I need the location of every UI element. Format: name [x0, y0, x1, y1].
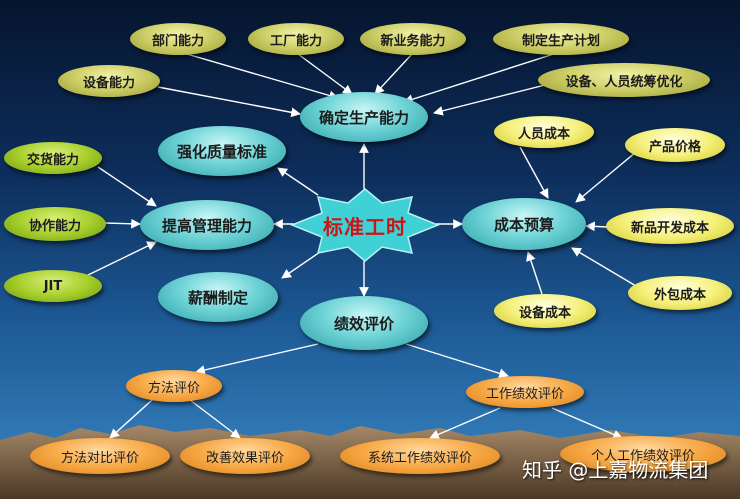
node-zhiding-shengchan-jihua: 制定生产计划	[493, 23, 629, 55]
node-label: 产品价格	[648, 139, 701, 155]
node-jit: JIT	[4, 270, 102, 302]
node-label: 方法评价	[147, 380, 200, 396]
node-label: 人员成本	[517, 126, 570, 142]
node-renyuan-chengben: 人员成本	[494, 116, 594, 148]
node-chengben-yusuan: 成本预算	[462, 198, 586, 250]
watermark: 知乎 @上嘉物流集团	[522, 458, 709, 482]
node-waibao-chengben: 外包成本	[628, 276, 732, 310]
node-label: 协作能力	[28, 218, 81, 234]
node-label: 改善效果评价	[205, 450, 284, 466]
node-label: 确定生产能力	[318, 108, 409, 127]
node-label: 系统工作绩效评价	[367, 450, 472, 466]
node-label: 工厂能力	[269, 33, 322, 49]
node-label: 工作绩效评价	[485, 386, 564, 402]
node-label: 成本预算	[493, 215, 554, 234]
node-label: 新品开发成本	[630, 220, 709, 236]
node-label: 新业务能力	[380, 33, 446, 49]
node-label: JIT	[43, 278, 63, 294]
node-label: 个人工作绩效评价	[590, 448, 695, 464]
node-xinpin-kaifa-chengben: 新品开发成本	[606, 208, 734, 244]
node-fangfa-pingjia: 方法评价	[126, 370, 222, 402]
node-xiezuo-nengli: 协作能力	[4, 207, 106, 241]
node-biaozhun-gongshi: 标准工时	[290, 187, 440, 263]
node-jixiao-pingjia: 绩效评价	[300, 296, 428, 350]
node-label: 设备、人员统筹优化	[565, 74, 683, 90]
node-shebei-chengben: 设备成本	[494, 294, 596, 328]
node-label: 方法对比评价	[60, 450, 139, 466]
connector-arrows	[85, 51, 637, 440]
node-label: 外包成本	[653, 287, 706, 303]
node-xinchou-zhiding: 薪酬制定	[158, 272, 278, 322]
node-label: 薪酬制定	[187, 288, 248, 307]
node-gongchang-nengli: 工厂能力	[248, 23, 344, 55]
node-label: 设备成本	[518, 305, 571, 321]
star-shape	[290, 188, 440, 262]
node-jiaohuo-nengli: 交货能力	[4, 142, 102, 174]
node-shebei-nengli: 设备能力	[58, 65, 160, 97]
node-label: 部门能力	[151, 33, 204, 49]
node-label: 绩效评价	[333, 314, 394, 333]
node-xinyewu-nengli: 新业务能力	[360, 23, 466, 55]
node-gaishan-xiaoguo-pingjia: 改善效果评价	[180, 438, 310, 474]
node-label: 提高管理能力	[161, 216, 252, 235]
node-chanpin-jiage: 产品价格	[625, 128, 725, 162]
node-shebei-renyuan-youhua: 设备、人员统筹优化	[538, 63, 710, 97]
node-label: 强化质量标准	[176, 142, 267, 161]
center-label: 标准工时	[323, 214, 407, 239]
node-tigao-guanli-nengli: 提高管理能力	[140, 200, 274, 250]
node-gongzuo-jixiao-pingjia: 工作绩效评价	[466, 376, 584, 408]
node-label: 设备能力	[82, 75, 135, 91]
node-qianghua-zhiliang-biaozhun: 强化质量标准	[158, 126, 286, 176]
node-geren-gongzuo-jixiao-pingjia: 个人工作绩效评价	[560, 436, 726, 472]
node-label: 制定生产计划	[521, 33, 600, 49]
node-xitong-gongzuo-jixiao-pingjia: 系统工作绩效评价	[340, 438, 500, 474]
node-bumen-nengli: 部门能力	[130, 23, 226, 55]
node-fangfa-duibi-pingjia: 方法对比评价	[30, 438, 170, 474]
node-label: 交货能力	[26, 152, 79, 168]
node-queding-shengchan-nengli: 确定生产能力	[300, 92, 428, 142]
